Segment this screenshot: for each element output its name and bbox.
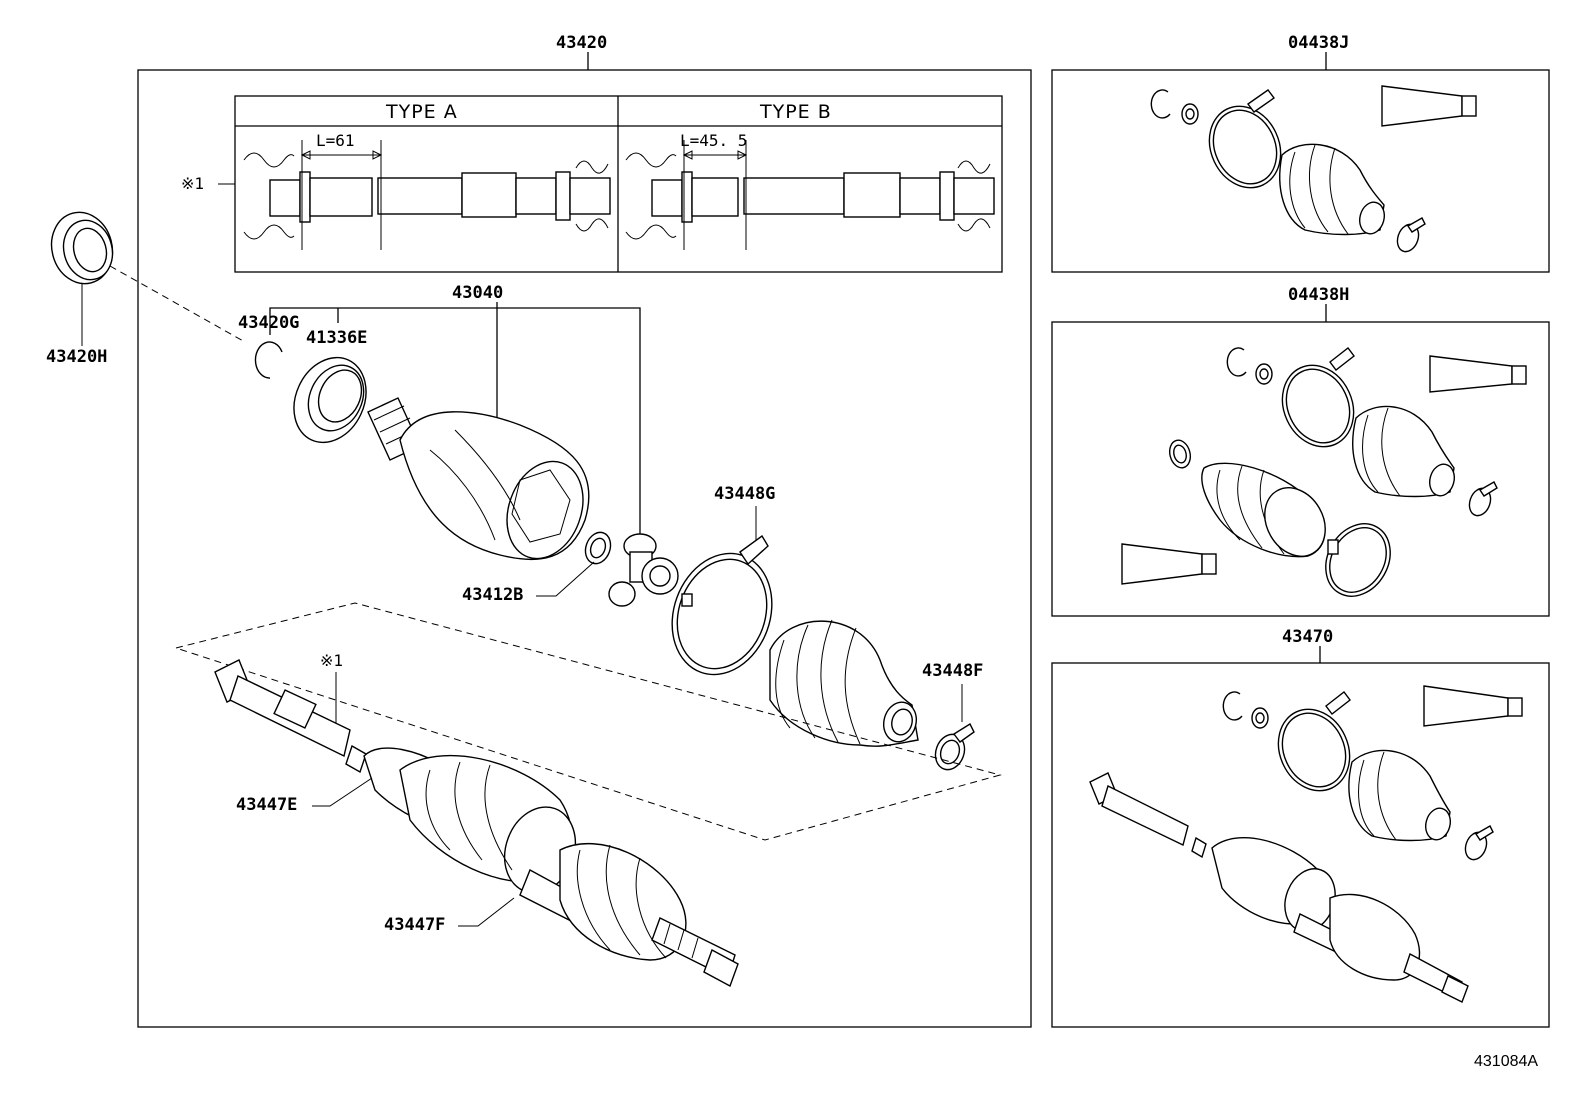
kit-h-group: 04438H xyxy=(1051,285,1550,617)
type-b-shaft: L=45. 5 xyxy=(625,131,995,250)
clamp-large-part xyxy=(671,534,773,676)
type-a-shaft: L=61 xyxy=(243,131,611,250)
circlip-part xyxy=(584,531,612,565)
type-table: TYPE A TYPE B ※1 xyxy=(181,95,1003,273)
main-assembly-frame xyxy=(137,69,1032,1028)
type-a-length: L=61 xyxy=(316,131,355,150)
label-43040[interactable]: 43040 xyxy=(452,283,503,303)
note-marker-1: ※1 xyxy=(181,174,204,193)
kit-shaft-frame xyxy=(1051,662,1550,1028)
type-b-length: L=45. 5 xyxy=(680,131,747,150)
type-a-heading: TYPE A xyxy=(385,101,458,123)
diagram-reference: 431084A xyxy=(1474,1053,1538,1070)
label-43420g[interactable]: 43420G xyxy=(238,313,299,333)
label-04438h[interactable]: 04438H xyxy=(1288,285,1349,305)
label-43448g[interactable]: 43448G xyxy=(714,484,775,504)
bearing-group: 43420H xyxy=(46,211,246,367)
clamp-small-part xyxy=(934,722,975,771)
label-43447e[interactable]: 43447E xyxy=(236,795,297,815)
drive-shaft-part xyxy=(214,659,739,988)
label-43447f[interactable]: 43447F xyxy=(384,915,445,935)
label-43412b[interactable]: 43412B xyxy=(462,585,523,605)
kit-j-group: 04438J xyxy=(1051,33,1550,273)
snap-ring-part xyxy=(254,341,283,379)
main-assembly-group: 43420 TYPE A TYPE B ※1 xyxy=(137,33,1032,1028)
label-43420h[interactable]: 43420H xyxy=(46,347,107,367)
tripod-part xyxy=(608,533,679,607)
dust-seal-part xyxy=(293,356,367,444)
label-41336e[interactable]: 41336E xyxy=(306,328,367,348)
kit-shaft-group: 43470 xyxy=(1051,627,1550,1028)
label-43420[interactable]: 43420 xyxy=(556,33,607,53)
note-marker-2: ※1 xyxy=(320,651,343,670)
label-43470[interactable]: 43470 xyxy=(1282,627,1333,647)
outboard-joint-part xyxy=(367,397,590,561)
kit-j-frame xyxy=(1051,69,1550,273)
type-b-heading: TYPE B xyxy=(759,101,832,123)
label-43448f[interactable]: 43448F xyxy=(922,661,983,681)
label-04438j[interactable]: 04438J xyxy=(1288,33,1349,53)
kit-h-frame xyxy=(1051,321,1550,617)
outboard-boot-part xyxy=(769,619,919,747)
